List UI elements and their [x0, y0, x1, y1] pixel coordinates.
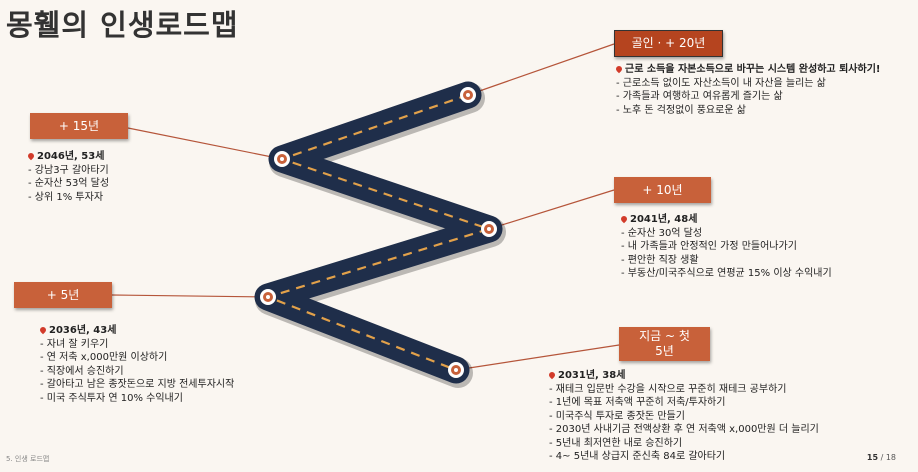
- road-surface: [254, 81, 503, 384]
- milestone-10-years: 2041년, 48세 순자산 30억 달성 내 가족들과 안정적인 가정 만들어…: [619, 213, 832, 281]
- list-item: 가족들과 여행하고 여유롭게 즐기는 삶: [616, 90, 880, 104]
- milestone-heading: 2036년, 43세: [49, 325, 117, 336]
- current-page: 15: [866, 453, 879, 462]
- label-10-years: + 10년: [614, 177, 711, 203]
- list-item: 순자산 53억 달성: [28, 177, 109, 191]
- list-item: 근로소득 없이도 자산소득이 내 자산을 늘리는 삶: [616, 77, 880, 91]
- milestone-5-years: 2036년, 43세 자녀 잘 키우기 연 저축 x,000만원 이상하기 직장…: [38, 324, 235, 406]
- list-item: 2030년 사내기금 전액상환 후 연 저축액 x,000만원 더 늘리기: [549, 423, 819, 437]
- node-5y: [260, 289, 276, 305]
- node-10y: [481, 221, 497, 237]
- list-item: 강남3구 갈아타기: [28, 164, 109, 178]
- milestone-now: 2031년, 38세 재테크 입문반 수강을 시작으로 꾸준히 재테크 공부하기…: [547, 369, 819, 464]
- list-item: 부동산/미국주식으로 연평균 15% 이상 수익내기: [621, 267, 832, 281]
- list-item: 자녀 잘 키우기: [40, 338, 234, 352]
- list-item: 상위 1% 투자자: [28, 191, 109, 205]
- list-item: 미국주식 투자로 종잣돈 만들기: [549, 410, 819, 424]
- road-nodes: [260, 87, 497, 378]
- milestone-heading: 2031년, 38세: [558, 370, 626, 381]
- list-item: 1년에 목표 저축액 꾸준히 저축/투자하기: [549, 396, 819, 410]
- road-center-dash: [266, 93, 491, 372]
- list-item: 미국 주식투자 연 10% 수익내기: [40, 392, 234, 406]
- list-item: 재테크 입문반 수강을 시작으로 꾸준히 재테크 공부하기: [549, 383, 819, 397]
- pin-icon: [38, 325, 48, 334]
- label-5-years: + 5년: [14, 282, 112, 308]
- milestone-15-years: 2046년, 53세 강남3구 갈아타기 순자산 53억 달성 상위 1% 투자…: [26, 150, 109, 205]
- list-item: 갈아타고 남은 종잣돈으로 지방 전세투자시작: [40, 378, 235, 392]
- list-item: 순자산 30억 달성: [621, 227, 832, 241]
- list-item: 노후 돈 걱정없이 풍요로운 삶: [616, 104, 880, 118]
- list-item: 4~ 5년내 상급지 준신축 84로 갈아타기: [549, 450, 819, 464]
- list-item: 연 저축 x,000만원 이상하기: [40, 351, 234, 365]
- list-item: 5년내 최저연한 내로 승진하기: [549, 437, 819, 451]
- list-item: 내 가족들과 안정적인 가정 만들어나가기: [621, 240, 832, 254]
- milestone-goal: 근로 소득을 자본소득으로 바꾸는 시스템 완성하고 퇴사하기! 근로소득 없이…: [614, 63, 881, 118]
- milestone-heading: 2041년, 48세: [630, 214, 698, 225]
- milestone-heading: 2046년, 53세: [37, 151, 105, 162]
- pin-icon: [619, 214, 629, 223]
- label-goal: 골인 · + 20년: [614, 30, 723, 57]
- pin-icon: [547, 370, 557, 379]
- total-pages: / 18: [880, 453, 896, 462]
- node-15y: [274, 151, 290, 167]
- list-item: 직장에서 승진하기: [40, 365, 234, 379]
- label-now-first-5-years: 지금 ~ 첫 5년: [619, 327, 710, 361]
- node-goal: [460, 87, 476, 103]
- label-15-years: + 15년: [30, 113, 128, 139]
- list-item: 편안한 직장 생활: [621, 254, 832, 268]
- milestone-heading: 근로 소득을 자본소득으로 바꾸는 시스템 완성하고 퇴사하기!: [625, 64, 881, 75]
- pin-icon: [614, 64, 624, 73]
- page-indicator: 15 / 18: [867, 453, 896, 462]
- pin-icon: [26, 151, 36, 160]
- section-footer: 5. 인생 로드맵: [6, 455, 50, 463]
- node-now: [448, 362, 464, 378]
- connector-lines: [111, 43, 620, 371]
- page-title: 몽휄의 인생로드맵: [6, 8, 239, 42]
